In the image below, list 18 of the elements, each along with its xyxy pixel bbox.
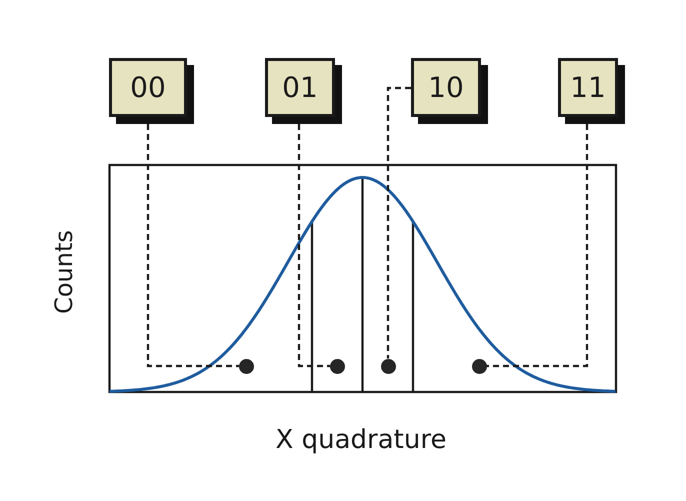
leader-line xyxy=(146,124,239,368)
dot-marker xyxy=(472,358,486,374)
dot-marker xyxy=(330,358,345,374)
leader-line xyxy=(298,124,330,368)
code-label: 11 xyxy=(570,74,606,102)
dot-marker xyxy=(239,358,254,374)
dot-marker xyxy=(380,358,396,374)
code-label: 01 xyxy=(282,74,318,102)
code-box xyxy=(558,58,625,124)
leader-line xyxy=(486,124,588,368)
x-axis-label: X quadrature xyxy=(276,427,446,453)
code-box xyxy=(109,58,194,124)
code-label: 10 xyxy=(428,74,464,102)
code-box xyxy=(411,58,488,124)
code-label: 00 xyxy=(130,74,166,102)
y-axis-label: Counts xyxy=(52,230,76,314)
leader-line xyxy=(386,86,411,358)
code-box xyxy=(265,58,342,124)
